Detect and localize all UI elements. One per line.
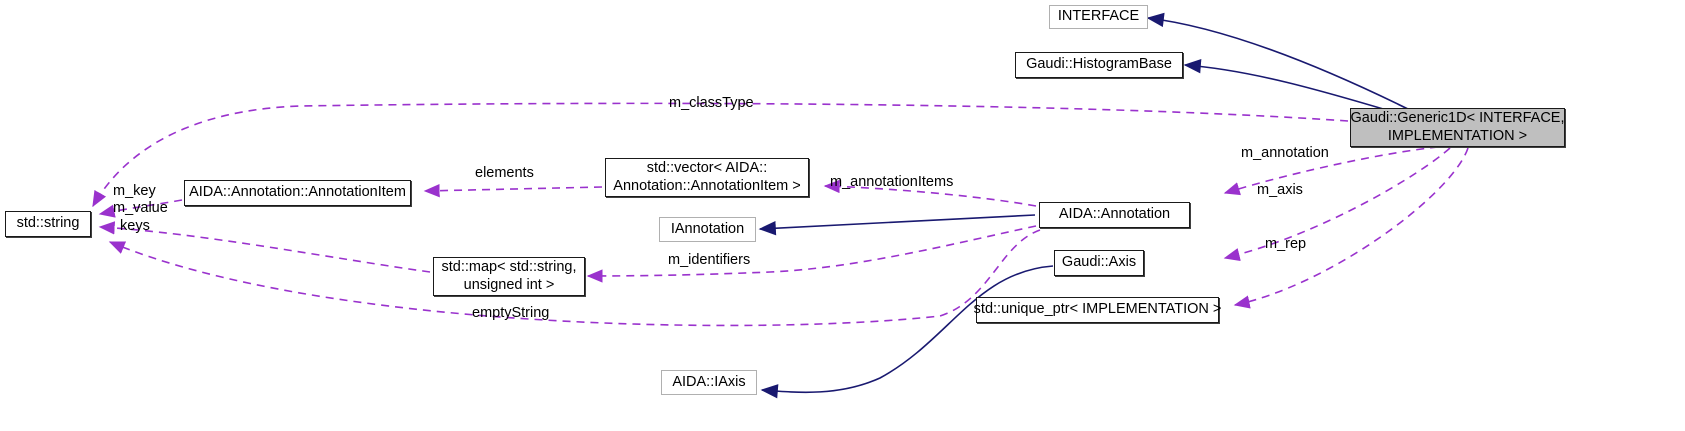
edge-label-m-rep: m_rep — [1265, 236, 1307, 252]
edge-label-m-identifiers: m_identifiers — [668, 252, 751, 268]
edge-label-emptystring: emptyString — [472, 305, 550, 321]
edge-iaxis-gaudiaxis — [760, 265, 1054, 399]
node-iannotation-label: IAnnotation — [670, 220, 745, 237]
edge-label-m-annotation: m_annotation — [1241, 145, 1329, 161]
edge-label-m-axis: m_axis — [1257, 182, 1303, 198]
node-std-map-string-uint-label: std::map< std::string, unsigned int > — [441, 259, 577, 293]
node-std-unique-ptr-implementation-label: std::unique_ptr< IMPLEMENTATION > — [973, 301, 1222, 318]
node-std-unique-ptr-implementation[interactable]: std::unique_ptr< IMPLEMENTATION > — [973, 297, 1222, 323]
node-std-string-label: std::string — [16, 215, 80, 232]
node-aida-iaxis[interactable]: AIDA::IAxis — [661, 370, 757, 395]
node-iannotation[interactable]: IAnnotation — [659, 217, 756, 242]
node-aida-annotation-label: AIDA::Annotation — [1058, 206, 1171, 223]
node-std-string[interactable]: std::string — [5, 211, 91, 237]
edge-label-m-key-m-value: m_key m_value — [113, 183, 168, 217]
node-aida-annotation-annotationitem[interactable]: AIDA::Annotation::AnnotationItem — [184, 180, 411, 206]
node-aida-annotation[interactable]: AIDA::Annotation — [1039, 202, 1190, 228]
edge-label-m-annotationitems: m_annotationItems — [830, 174, 954, 190]
edge-uniqueptr-generic1d — [1233, 147, 1469, 309]
node-gaudi-generic1d[interactable]: Gaudi::Generic1D< INTERFACE, IMPLEMENTAT… — [1350, 108, 1565, 147]
node-interface-label: INTERFACE — [1057, 8, 1140, 25]
node-std-vector-annotationitem-label: std::vector< AIDA:: Annotation::Annotati… — [613, 160, 801, 194]
edge-annotationitem-vector-elements — [423, 184, 603, 198]
edge-label-m-classtype: m_classType — [669, 95, 754, 111]
node-aida-annotation-annotationitem-label: AIDA::Annotation::AnnotationItem — [189, 184, 406, 201]
edge-label-elements: elements — [475, 165, 534, 181]
edge-gaudiaxis-generic1d — [1223, 147, 1451, 262]
node-interface[interactable]: INTERFACE — [1049, 5, 1148, 29]
node-std-map-string-uint[interactable]: std::map< std::string, unsigned int > — [433, 257, 585, 296]
node-gaudi-axis[interactable]: Gaudi::Axis — [1054, 250, 1144, 276]
node-gaudi-histogrambase[interactable]: Gaudi::HistogramBase — [1015, 52, 1183, 78]
node-gaudi-histogrambase-label: Gaudi::HistogramBase — [1026, 56, 1172, 73]
node-aida-iaxis-label: AIDA::IAxis — [672, 373, 746, 390]
edge-interface-generic1d — [1146, 12, 1421, 116]
usage-edges — [92, 102, 1469, 327]
node-gaudi-axis-label: Gaudi::Axis — [1061, 254, 1137, 271]
node-std-vector-annotationitem[interactable]: std::vector< AIDA:: Annotation::Annotati… — [605, 158, 809, 197]
edge-label-keys: keys — [120, 218, 150, 234]
edge-histogrambase-generic1d — [1183, 59, 1401, 115]
edge-iannotation-annotation — [758, 214, 1036, 236]
edge-map-annotation-identifiers — [586, 225, 1037, 283]
node-gaudi-generic1d-label: Gaudi::Generic1D< INTERFACE, IMPLEMENTAT… — [1350, 110, 1565, 144]
